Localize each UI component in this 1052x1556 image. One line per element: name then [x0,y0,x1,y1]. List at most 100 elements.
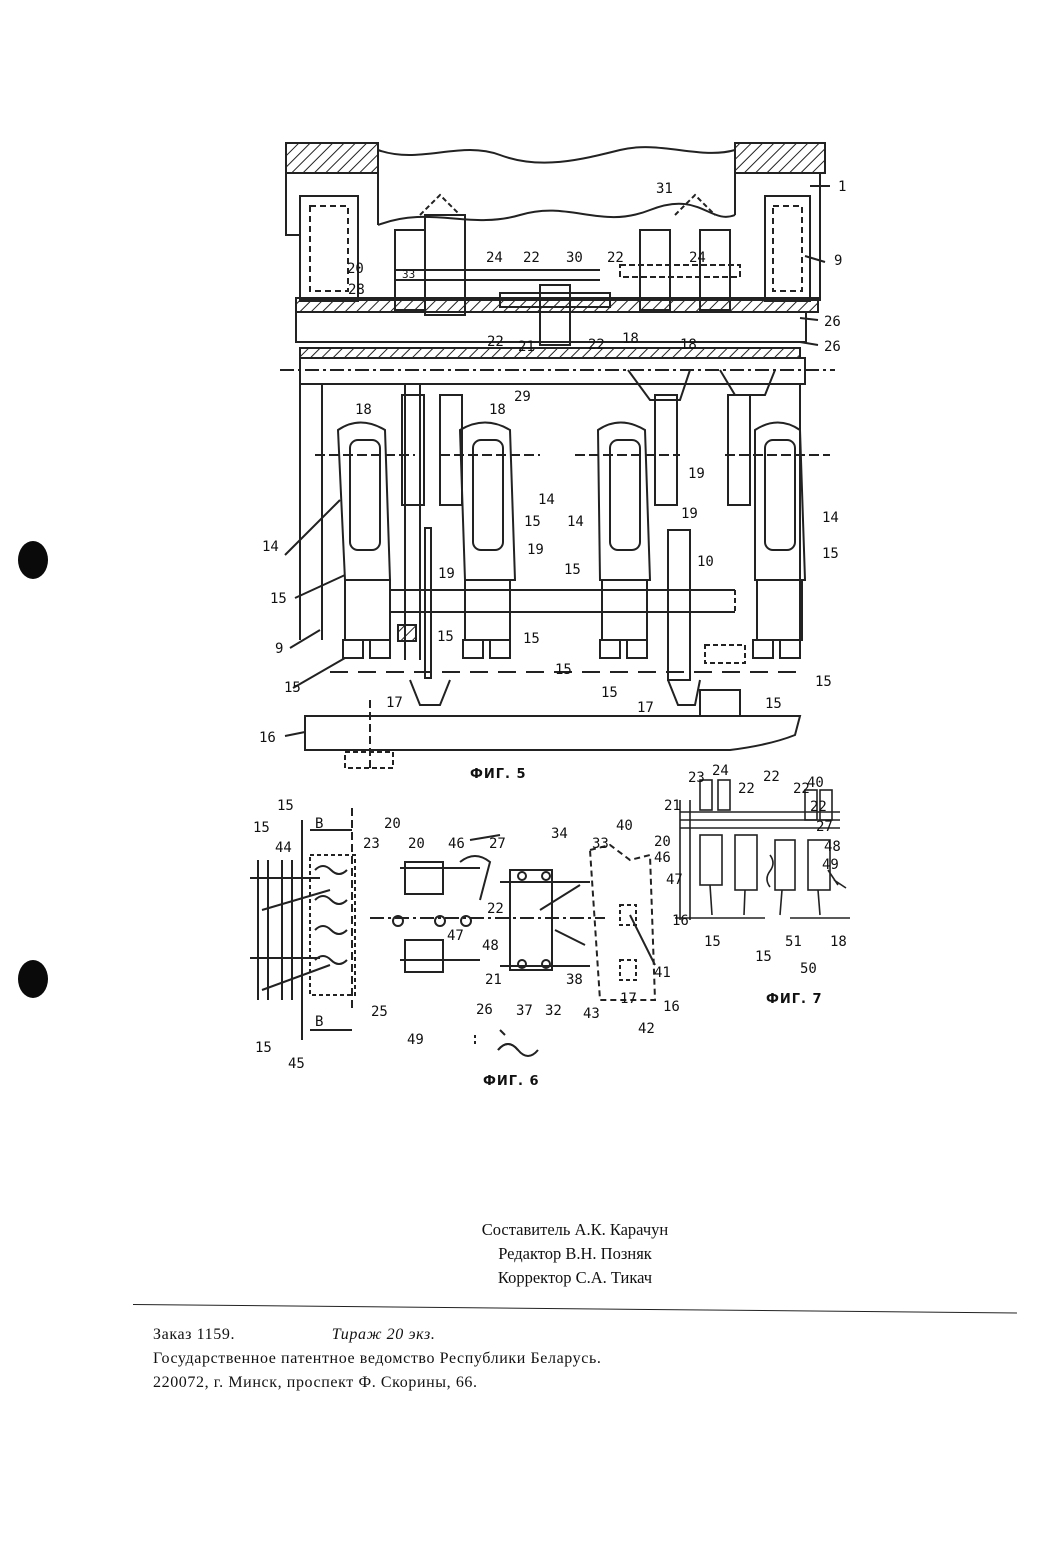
fig7-label: 18 [830,934,847,950]
fig5-label: 24 [689,250,706,266]
fig6-label: 23 [363,836,380,852]
fig7-label: 47 [666,872,683,888]
fig6-label: 49 [407,1032,424,1048]
fig5-label: 15 [815,674,832,690]
fig5-label: 15 [564,562,581,578]
fig5-label: 33 [402,268,415,281]
fig5-label: 14 [822,510,839,526]
fig7-label: 22 [810,799,827,815]
fig6-label: 34 [551,826,568,842]
figure-7-labels: 23 24 22 22 40 21 22 22 20 27 46 48 47 4… [654,763,847,1007]
fig5-label: 17 [386,695,403,711]
fig6-label: 16 [663,999,680,1015]
fig5-label: 30 [566,250,583,266]
fig7-label: 46 [654,850,671,866]
fig5-label: 10 [697,554,714,570]
fig5-label: 15 [765,696,782,712]
fig6-label: 25 [371,1004,388,1020]
fig6-label: 38 [566,972,583,988]
fig6-label: 20 [384,816,401,832]
fig5-label: 19 [438,566,455,582]
fig7-label: 48 [824,839,841,855]
fig6-label: 27 [489,836,506,852]
order-number: Заказ 1159. [153,1326,235,1343]
fig7-label: 50 [800,961,817,977]
fig5-label: 15 [601,685,618,701]
fig5-label: 15 [437,629,454,645]
fig5-label: 15 [270,591,287,607]
fig6-label: 37 [516,1003,533,1019]
fig6-label: 20 [408,836,425,852]
fig7-label: 22 [738,781,755,797]
proofreader-line: Корректор С.А. Тикач [440,1266,710,1290]
publication-footer: Заказ 1159. Тираж 20 экз. Государственно… [153,1323,601,1395]
fig7-label: 15 [704,934,721,950]
fig7-label: 16 [672,913,689,929]
circulation: Тираж 20 экз. [332,1323,436,1347]
fig6-label: 32 [545,1003,562,1019]
fig5-label: 15 [284,680,301,696]
fig7-label: 15 [755,949,772,965]
fig5-label: 26 [824,314,841,330]
fig5-label: 1 [838,179,846,195]
footer-divider [133,1304,1017,1313]
fig5-label: 19 [681,506,698,522]
fig7-caption: ФИГ. 7 [766,992,823,1007]
figure-6-labels: 15 15 44 B 23 20 20 46 27 34 33 40 22 47… [253,798,680,1089]
fig7-label: 27 [816,819,833,835]
fig6-label: 15 [255,1040,272,1056]
fig7-label: 49 [822,857,839,873]
fig5-label: 22 [607,250,624,266]
fig5-label: 18 [489,402,506,418]
fig6-label: 15 [277,798,294,814]
fig6-label: 15 [253,820,270,836]
fig5-label: 26 [824,339,841,355]
fig5-label: 14 [567,514,584,530]
fig5-label: 15 [523,631,540,647]
fig5-label: 22 [523,250,540,266]
fig7-label: 22 [793,781,810,797]
fig5-label: 9 [275,641,283,657]
fig5-label: 24 [486,250,503,266]
fig5-label: 18 [680,337,697,353]
fig5-label: 20 [347,261,364,277]
fig5-label: 15 [524,514,541,530]
fig6-label: 45 [288,1056,305,1072]
fig6-label: 48 [482,938,499,954]
fig5-label: 19 [688,466,705,482]
fig5-label: 18 [355,402,372,418]
compiler-line: Составитель А.К. Карачун [440,1218,710,1242]
fig6-label: B [315,1014,323,1030]
fig5-label: 28 [348,282,365,298]
office-name: Государственное патентное ведомство Респ… [153,1347,601,1371]
fig5-label: 16 [259,730,276,746]
fig6-label: 17 [620,991,637,1007]
fig6-caption: ФИГ. 6 [483,1074,540,1089]
fig7-label: 24 [712,763,729,779]
fig7-label: 20 [654,834,671,850]
office-address: 220072, г. Минск, проспект Ф. Скорины, 6… [153,1371,601,1395]
fig6-label: 33 [592,836,609,852]
fig5-label: 22 [588,337,605,353]
fig5-label: 14 [262,539,279,555]
fig5-label: 21 [518,339,535,355]
fig6-label: 47 [447,928,464,944]
fig5-label: 14 [538,492,555,508]
fig6-label: 41 [654,965,671,981]
fig6-label: 44 [275,840,292,856]
fig6-label: 26 [476,1002,493,1018]
fig7-label: 22 [763,769,780,785]
technical-drawing: 1 9 9 31 20 33 24 22 30 22 24 28 26 26 2… [0,0,1052,1140]
fig6-label: 40 [616,818,633,834]
fig5-label: 18 [622,331,639,347]
fig6-label: 22 [487,901,504,917]
fig5-label: 22 [487,334,504,350]
fig7-label: 21 [664,798,681,814]
fig6-label: 21 [485,972,502,988]
fig7-label: 23 [688,770,705,786]
fig5-label: 15 [555,662,572,678]
fig5-label: 31 [656,181,673,197]
order-row: Заказ 1159. Тираж 20 экз. [153,1323,601,1347]
fig5-label: 15 [822,546,839,562]
